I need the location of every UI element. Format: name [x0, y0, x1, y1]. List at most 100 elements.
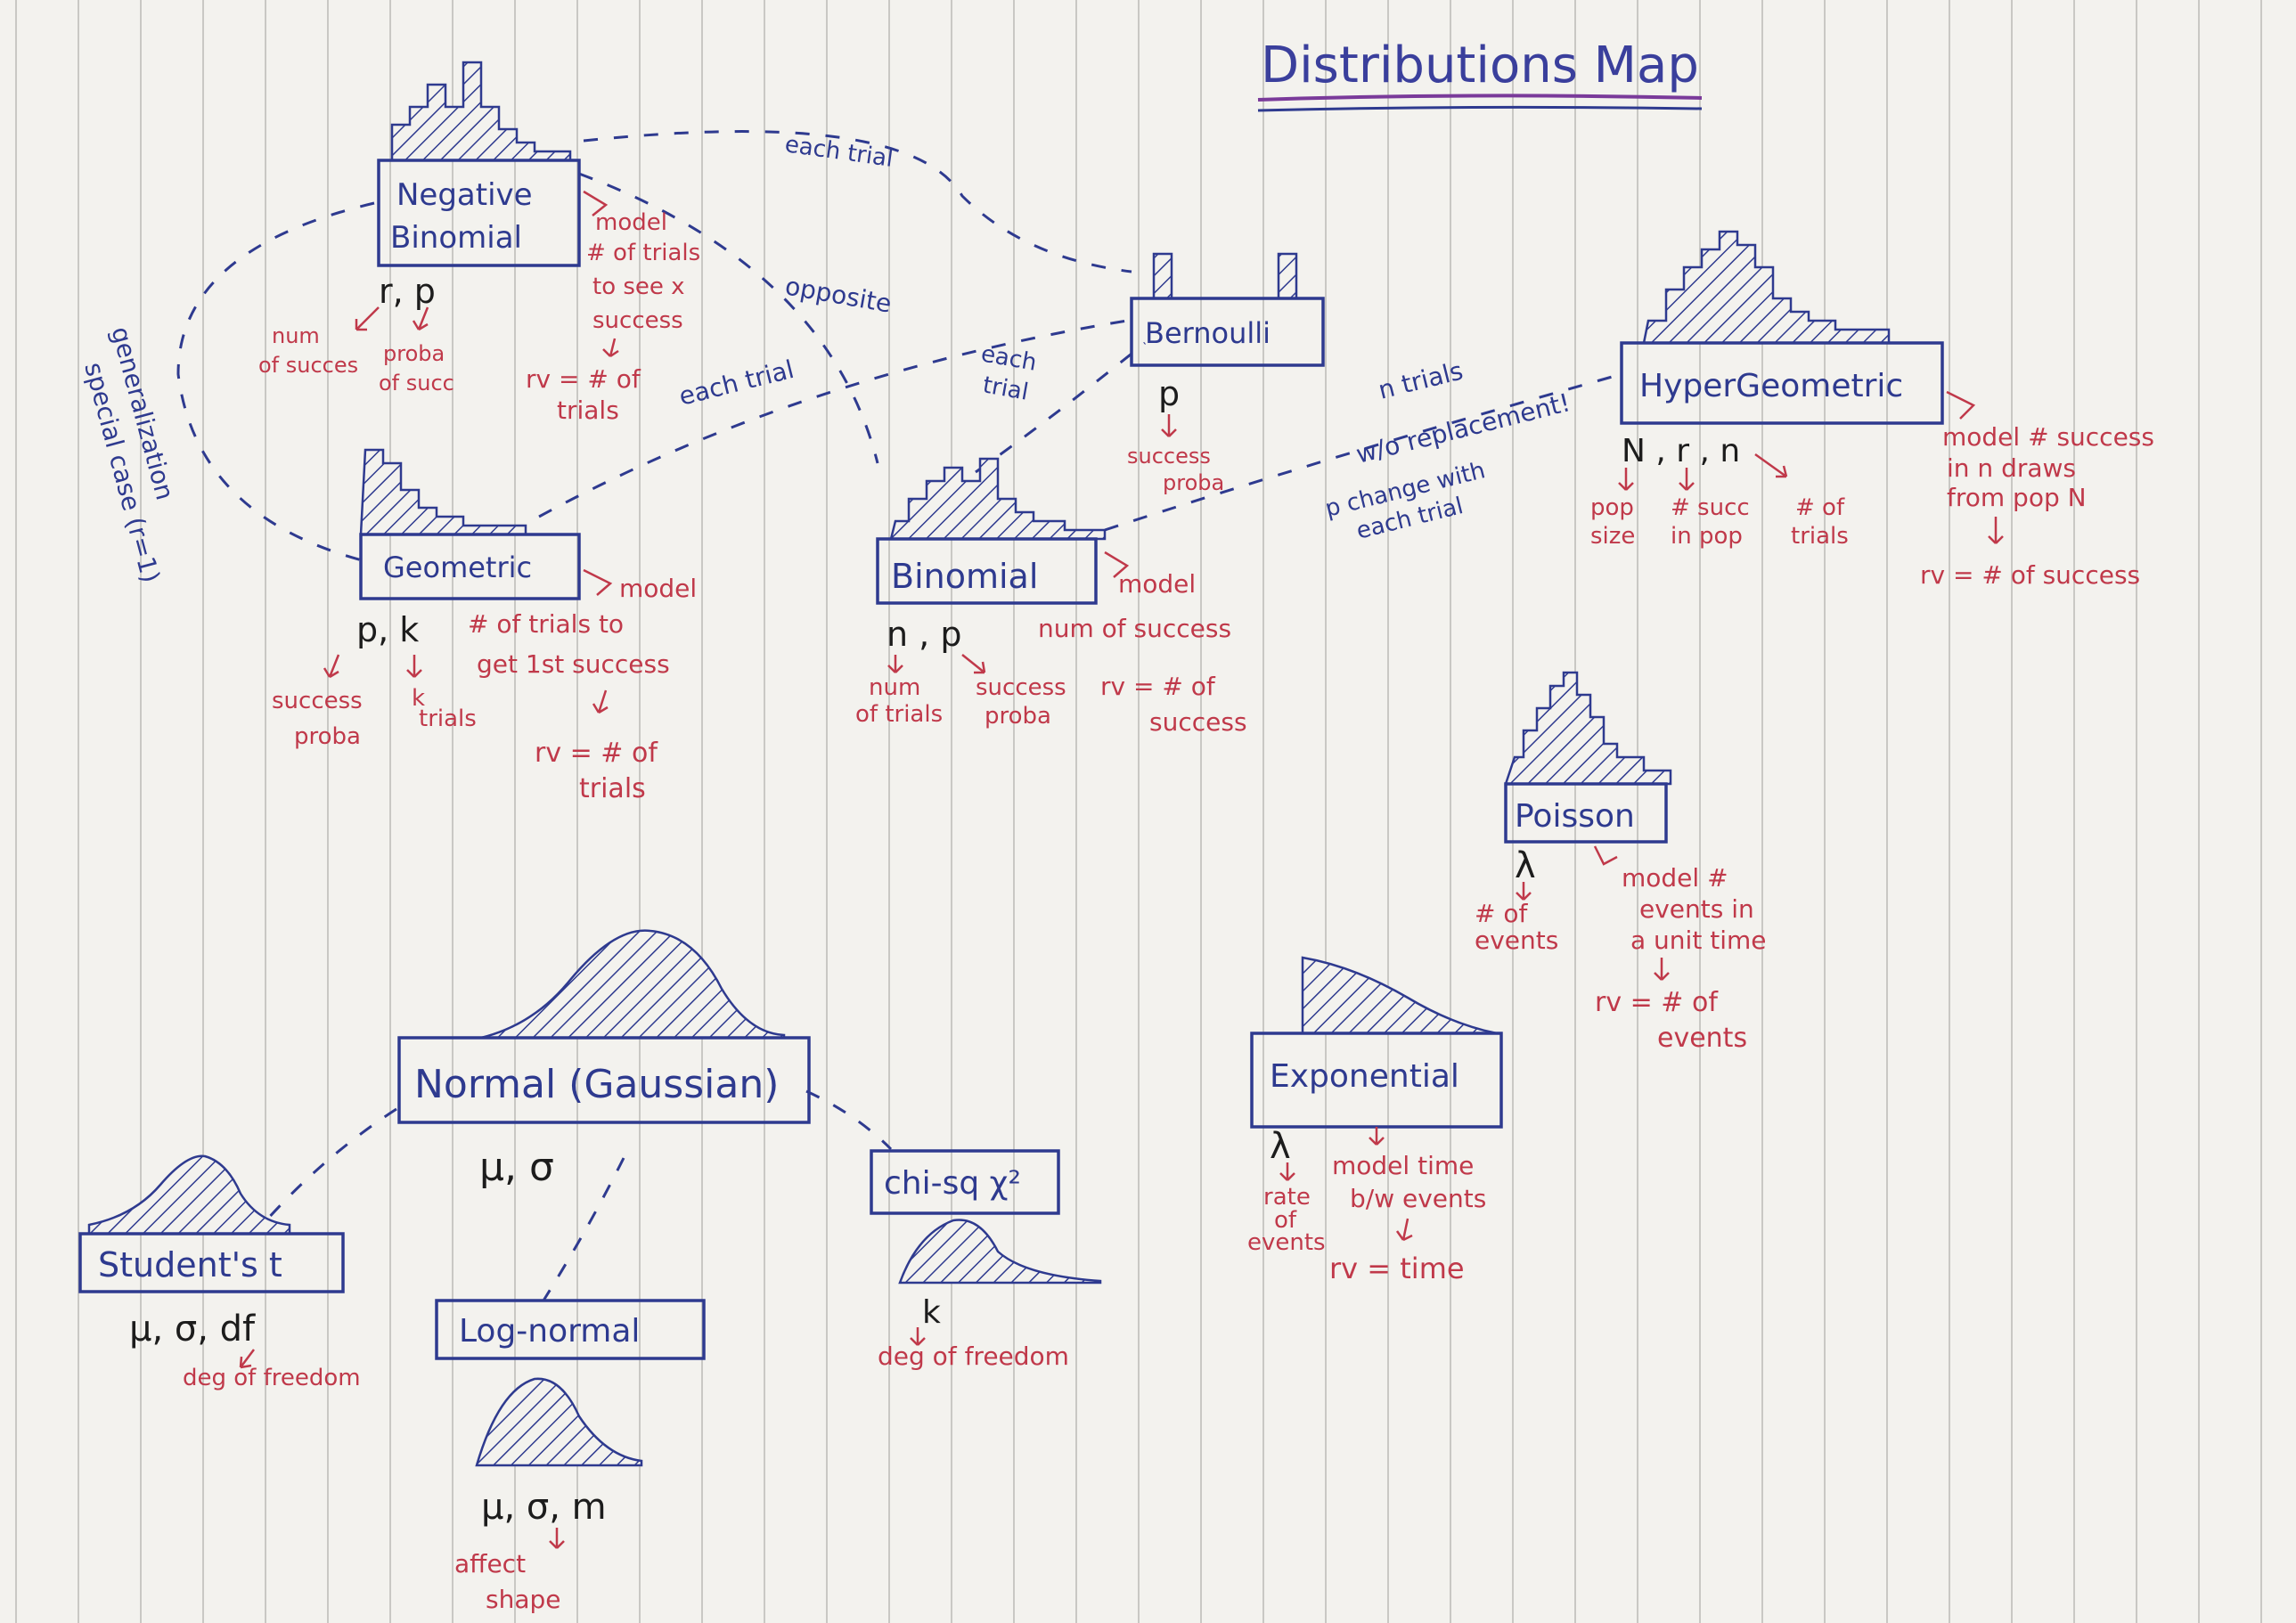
- hypergeometric-label: HyperGeometric: [1639, 368, 1903, 404]
- node-log-normal: Log-normal μ, σ, m affect shape: [435, 1299, 706, 1614]
- negbin-model: to see x: [592, 273, 685, 300]
- edge-label-each-trial-2: each trial: [676, 355, 797, 412]
- poisson-note: events: [1475, 926, 1558, 955]
- hypergeometric-note: in pop: [1671, 523, 1743, 550]
- bernoulli-box: [1130, 297, 1325, 367]
- red-arrow: [583, 190, 609, 216]
- normal-label: Normal (Gaussian): [414, 1062, 779, 1107]
- poisson-params: λ: [1515, 845, 1536, 886]
- negbin-model: model: [595, 209, 667, 236]
- poisson-model: a unit time: [1630, 926, 1766, 955]
- geometric-params: p, k: [356, 610, 419, 649]
- negative-binomial-params: r, p: [379, 272, 436, 311]
- red-arrow: [1369, 1127, 1385, 1146]
- hypergeometric-model: in n draws: [1947, 453, 2076, 483]
- edge-label-each: each: [979, 340, 1039, 376]
- edge-negbin-binomial: [578, 172, 879, 464]
- log-normal-label: Log-normal: [459, 1313, 640, 1350]
- negative-binomial-label-1: Negative: [396, 177, 533, 213]
- density-curve-icon: [1301, 956, 1498, 1035]
- red-arrow: [1988, 517, 2004, 544]
- density-curve-icon: [87, 1154, 291, 1236]
- exponential-model: rv = time: [1329, 1252, 1465, 1285]
- exponential-note: rate: [1263, 1184, 1311, 1211]
- node-exponential: Exponential λ rate of events model time …: [1247, 956, 1503, 1285]
- edge-normal-lognormal: [542, 1157, 625, 1301]
- log-normal-box: [435, 1299, 706, 1360]
- hypergeometric-box: [1620, 341, 1944, 425]
- edge-binomial-hypergeometric: [1104, 372, 1622, 532]
- binomial-model: num of success: [1038, 614, 1231, 643]
- geometric-model: model: [619, 574, 697, 603]
- edge-negbin-geometric: [176, 201, 375, 563]
- density-curve-icon: [475, 1377, 643, 1467]
- hypergeometric-note: pop: [1590, 494, 1634, 521]
- exponential-params: λ: [1270, 1126, 1291, 1167]
- binomial-note: success: [976, 674, 1066, 701]
- geometric-note: trials: [419, 705, 477, 732]
- normal-params: μ, σ: [479, 1145, 554, 1190]
- node-geometric: Geometric p, k success proba k trials mo…: [272, 448, 697, 804]
- exponential-model: model time: [1332, 1151, 1474, 1180]
- red-arrow: [549, 1528, 565, 1549]
- node-hypergeometric: HyperGeometric N , r , n pop size # succ…: [1590, 230, 2154, 590]
- histogram-icon: [889, 457, 1107, 541]
- geometric-note: k: [412, 685, 425, 712]
- density-curve-icon: [480, 929, 786, 1040]
- red-arrow: [1593, 845, 1618, 866]
- diagram-title: Distributions Map: [1261, 37, 1699, 94]
- edge-binomial-bernoulli: [975, 341, 1146, 474]
- histogram-icon: [1642, 230, 1891, 345]
- geometric-label: Geometric: [383, 551, 532, 584]
- node-normal: Normal (Gaussian) μ, σ: [397, 929, 811, 1190]
- negbin-note: num: [272, 323, 320, 348]
- negbin-note: proba: [383, 341, 445, 366]
- geometric-box: [359, 533, 581, 600]
- exponential-note: of: [1274, 1207, 1297, 1234]
- binomial-note: num: [869, 674, 920, 701]
- hypergeometric-model: from pop N: [1947, 483, 2087, 512]
- geometric-model: rv = # of: [535, 738, 658, 769]
- students-t-params: μ, σ, df: [129, 1309, 256, 1350]
- negbin-model: success: [592, 307, 683, 334]
- hypergeometric-note: trials: [1791, 523, 1849, 550]
- binomial-note: proba: [985, 703, 1051, 730]
- chi-sq-note: deg of freedom: [878, 1342, 1069, 1371]
- normal-box: [397, 1036, 811, 1124]
- bernoulli-note: proba: [1163, 470, 1224, 495]
- red-arrow: [910, 1327, 926, 1346]
- edge-geometric-bernoulli: [538, 319, 1128, 518]
- red-arrow: [602, 338, 619, 358]
- binomial-model: success: [1149, 707, 1247, 737]
- geometric-model: trials: [579, 773, 646, 804]
- node-students-t: Student's t μ, σ, df deg of freedom: [78, 1154, 361, 1391]
- red-arrow: [961, 654, 986, 674]
- red-arrow: [887, 655, 903, 673]
- connector-lines: [176, 130, 1622, 1301]
- histogram-icon: [359, 448, 527, 536]
- negative-binomial-label-2: Binomial: [390, 220, 522, 256]
- red-arrow: [355, 306, 380, 331]
- negbin-note: of succes: [258, 353, 358, 378]
- red-arrow: [1104, 551, 1130, 578]
- edge-normal-chisq: [805, 1089, 893, 1151]
- geometric-note: success: [272, 688, 363, 714]
- red-arrow: [1946, 390, 1976, 420]
- log-normal-note: shape: [486, 1585, 561, 1614]
- red-arrow: [1279, 1162, 1295, 1181]
- binomial-model: rv = # of: [1100, 672, 1216, 701]
- red-arrow: [239, 1349, 255, 1369]
- students-t-box: [78, 1232, 345, 1293]
- red-arrow: [406, 655, 422, 678]
- students-t-label: Student's t: [98, 1245, 282, 1285]
- node-chi-sq: chi-sq χ² k deg of freedom: [870, 1149, 1102, 1371]
- negbin-model: # of trials: [586, 240, 700, 266]
- log-normal-note: affect: [454, 1549, 526, 1578]
- chi-sq-params: k: [922, 1294, 941, 1331]
- red-arrow: [412, 306, 429, 331]
- node-binomial: Binomial n , p num of trials success pro…: [855, 457, 1247, 737]
- edge-label-trial: trial: [981, 371, 1031, 405]
- bernoulli-note: success: [1127, 444, 1211, 469]
- hypergeometric-note: # succ: [1671, 494, 1750, 521]
